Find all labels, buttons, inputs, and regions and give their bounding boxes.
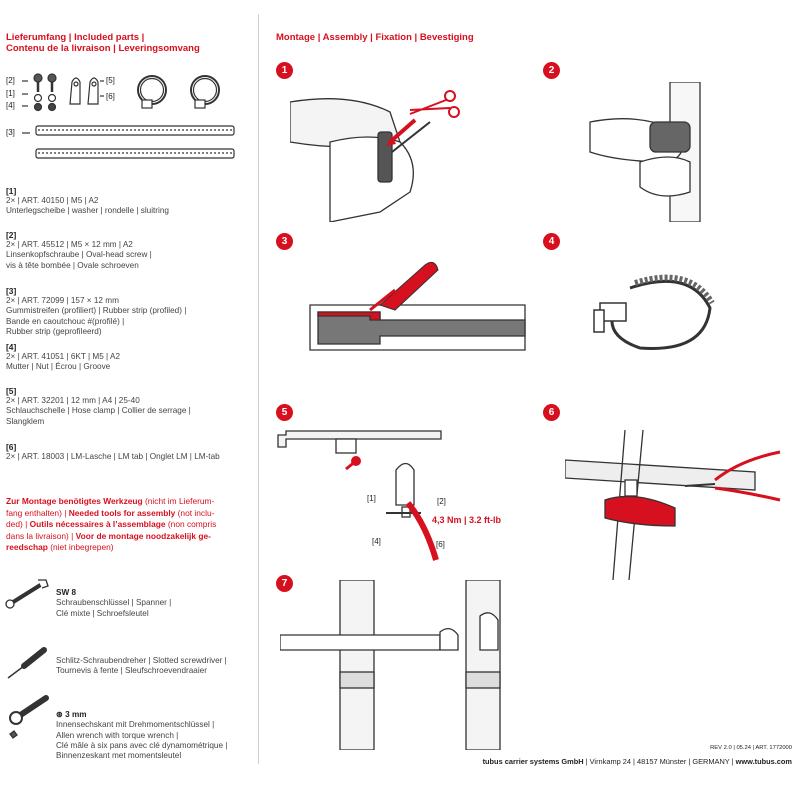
- part-5: [5] 2× | ART. 32201 | 12 mm | A4 | 25-40…: [6, 386, 191, 426]
- torque-value: 4,3 Nm | 3.2 ft-lb: [432, 515, 502, 525]
- step5-label-2: [2]: [437, 497, 446, 506]
- tools-intro-line: ded) | Outils nécessaires à l’assemblage…: [6, 519, 217, 529]
- step-7-illustration: [280, 580, 501, 750]
- step-2-illustration: [589, 82, 701, 222]
- part-6: [6] 2× | ART. 18003 | LM-Lasche | LM tab…: [6, 442, 220, 461]
- screw-icon: [33, 73, 43, 92]
- tools-intro-line: reedschap (niet inbegrepen): [6, 542, 114, 552]
- tools-intro-line: dans la livraison) | Voor de montage noo…: [6, 530, 211, 541]
- step-7-badge: 7: [276, 575, 293, 592]
- step5-label-1: [1]: [367, 494, 376, 503]
- included-parts-illustration: [22, 73, 235, 159]
- spanner-icon: [5, 579, 49, 609]
- rubber-strip-icon: [379, 261, 439, 311]
- step-2-badge: 2: [543, 62, 560, 79]
- marker-2: [2]: [6, 76, 15, 85]
- tools-illustration: [5, 579, 49, 739]
- tool-spanner: SW 8 Schraubenschlüssel | Spanner | Clé …: [56, 588, 172, 618]
- marker-4: [4]: [6, 101, 15, 110]
- scissors-icon: [409, 90, 460, 118]
- tools-intro-line: fang enthalten) | Needed tools for assem…: [6, 507, 215, 518]
- step-6-badge: 6: [543, 404, 560, 421]
- step-3-illustration: [309, 261, 526, 351]
- step5-label-4: [4]: [372, 537, 381, 546]
- step-1-badge: 1: [276, 62, 293, 79]
- tool-screwdriver: Schlitz-Schraubendreher | Slotted screwd…: [56, 656, 227, 676]
- step-5-illustration: [277, 430, 442, 561]
- marker-3: [3]: [6, 128, 15, 137]
- tools-intro: Zur Montage benötigtes Werkzeug (nicht i…: [6, 496, 256, 554]
- step-6-illustration: [565, 430, 781, 580]
- part-1: [1] 2× | ART. 40150 | M5 | A2 Unterlegsc…: [6, 186, 169, 216]
- included-parts-title: Lieferumfang | Included parts | Contenu …: [6, 32, 200, 54]
- part-4: [4] 2× | ART. 41051 | 6KT | M5 | A2 Mutt…: [6, 342, 121, 372]
- footer-line: tubus carrier systems GmbH | Virnkamp 24…: [482, 757, 792, 766]
- step-4-badge: 4: [543, 233, 560, 250]
- marker-5: [5]: [106, 76, 115, 85]
- step-3-badge: 3: [276, 233, 293, 250]
- website-link[interactable]: www.tubus.com: [735, 757, 792, 766]
- part-3: [3] 2× | ART. 72099 | 157 × 12 mm Gummis…: [6, 286, 187, 336]
- assembly-title: Montage | Assembly | Fixation | Bevestig…: [276, 32, 474, 43]
- marker-6: [6]: [106, 92, 115, 101]
- title-line-1: Lieferumfang | Included parts |: [6, 32, 145, 43]
- tools-intro-line: Zur Montage benötigtes Werkzeug (nicht i…: [6, 496, 215, 506]
- step-1-illustration: [290, 90, 460, 222]
- column-divider: [258, 14, 259, 764]
- marker-1: [1]: [6, 89, 15, 98]
- step-4-illustration: [593, 274, 715, 350]
- title-line-2: Contenu de la livraison | Leveringsomvan…: [6, 43, 200, 54]
- torque-wrench-icon: [9, 695, 49, 739]
- step-5-badge: 5: [276, 404, 293, 421]
- screwdriver-icon: [7, 647, 47, 679]
- step5-label-6: [6]: [436, 540, 445, 549]
- revision-info: REV 2.0 | 05.24 | ART. 1772000: [710, 745, 792, 751]
- pliers-icon: [684, 450, 781, 502]
- tool-torque-wrench: ⊛ 3 mm Innensechskant mit Drehmomentschl…: [56, 710, 228, 761]
- part-2: [2] 2× | ART. 45512 | M5 × 12 mm | A2 Li…: [6, 230, 152, 270]
